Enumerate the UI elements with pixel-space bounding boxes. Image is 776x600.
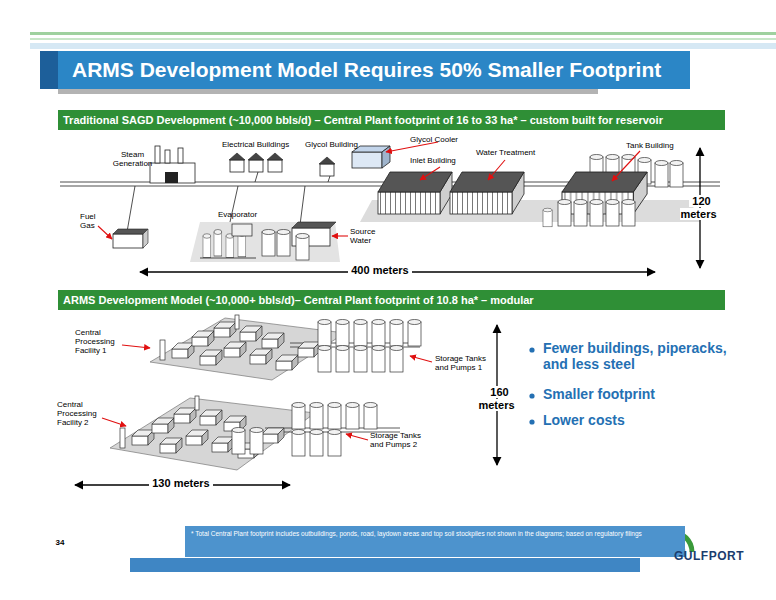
label-gap: 120 meters: [680, 195, 719, 220]
part-label: Glycol Cooler: [410, 135, 470, 144]
part-label: Glycol Building: [305, 140, 375, 149]
bullet-text: Lower costs: [543, 412, 748, 428]
bullet-text: Fewer buildings, piperacks, and less ste…: [543, 340, 748, 372]
footnote-box: * Total Central Plant footprint includes…: [185, 526, 685, 557]
part-label: Electrical Buildings: [222, 140, 312, 149]
dimension-label: 400 meters: [335, 264, 425, 277]
dimension-label: 130 meters: [140, 477, 222, 490]
part-label: Inlet Building: [410, 156, 470, 165]
section-band: Traditional SAGD Development (~10,000 bb…: [58, 110, 725, 130]
part-label: Central Processing Facility 1: [75, 328, 130, 356]
part-label: Storage Tanks and Pumps 2: [370, 431, 432, 449]
page-number: 34: [48, 538, 72, 547]
part-label: Water Treatment: [476, 148, 546, 157]
label-gap: 160 meters: [478, 386, 517, 411]
part-label: Central Processing Facility 2: [57, 400, 112, 428]
label-gap: 130 meters: [149, 477, 213, 489]
logo-text: GULFPORT: [674, 550, 764, 564]
bullet-text: Smaller footprint: [543, 386, 748, 402]
dimension-label: 160 meters: [476, 386, 520, 411]
part-label: Steam Generation: [105, 150, 160, 168]
section-band: ARMS Development Model (~10,000+ bbls/d)…: [58, 290, 725, 310]
node-text: * Total Central Plant footprint includes…: [191, 530, 679, 539]
part-label: Fuel Gas: [80, 212, 108, 230]
dimension-label: 120 meters: [678, 195, 722, 220]
part-label: Evaporator: [218, 210, 268, 219]
part-label: Source Water: [350, 227, 380, 245]
node-text: Traditional SAGD Development (~10,000 bb…: [63, 113, 720, 127]
label-gap: 400 meters: [348, 264, 412, 276]
node-text: ARMS Development Model (~10,000+ bbls/d)…: [63, 293, 720, 307]
part-label: Tank Building: [626, 141, 686, 150]
slide-title: ARMS Development Model Requires 50% Smal…: [72, 57, 682, 83]
part-label: Storage Tanks and Pumps 1: [435, 354, 497, 372]
